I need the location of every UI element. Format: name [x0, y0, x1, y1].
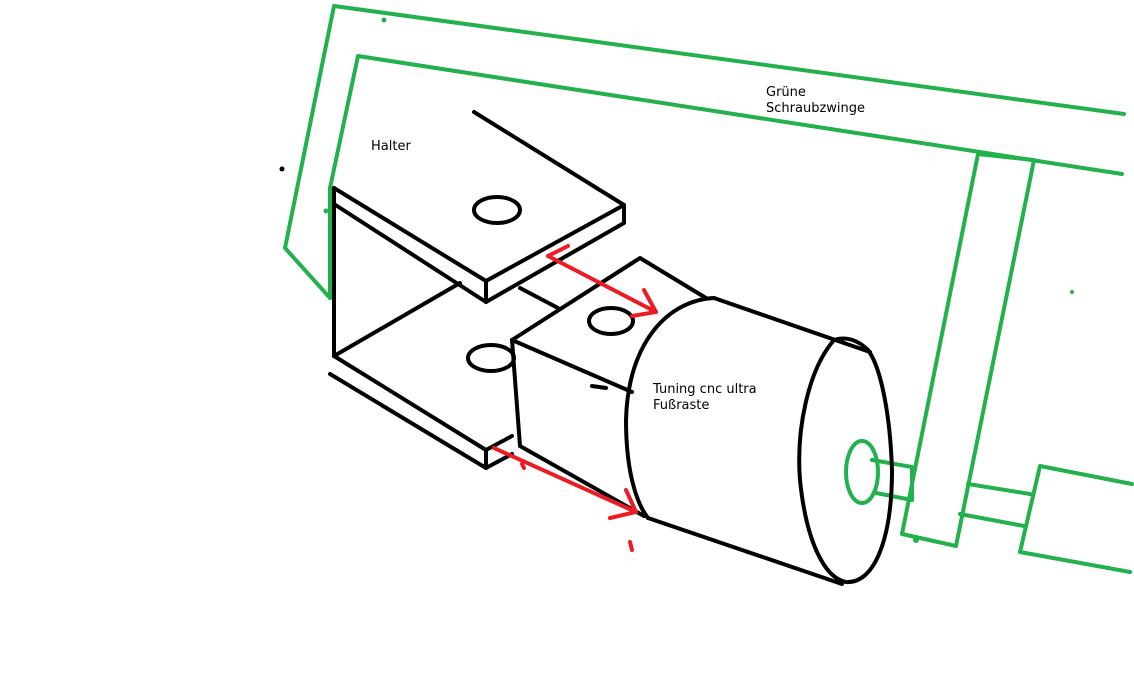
black-dot	[279, 166, 285, 172]
footrest-block-hole	[587, 306, 635, 336]
clamp-handle	[1018, 464, 1134, 574]
clamp-screw-lower	[958, 512, 1026, 528]
footrest-cylinder-end	[797, 336, 894, 585]
holder-label: Halter	[371, 139, 411, 155]
holder-hole-lower	[466, 343, 516, 373]
holder-bracket	[328, 110, 626, 470]
clamp-vertical-bar	[900, 152, 1036, 548]
green-dot	[381, 17, 387, 23]
clamp-label-line1: Grüne	[766, 85, 806, 100]
clamp-pressure-pad	[844, 439, 880, 505]
footrest-label: Tuning cnc ultra Fußraste	[653, 382, 757, 414]
clamp-screw-upper	[966, 482, 1032, 496]
arrow-lower	[492, 446, 638, 514]
green-dot	[323, 208, 329, 214]
clamp-outer-frame	[283, 4, 1126, 300]
holder-label-text: Halter	[371, 139, 411, 154]
green-dot	[913, 537, 919, 543]
holder-upper-plate	[332, 110, 626, 304]
holder-hole-upper	[472, 195, 522, 225]
footrest-label-line2: Fußraste	[653, 398, 710, 413]
green-dot	[1070, 290, 1074, 294]
green-clamp	[283, 4, 1134, 574]
red-arrows	[492, 244, 658, 552]
clamp-shaft-lower	[874, 491, 914, 502]
clamp-label-line2: Schraubzwinge	[766, 101, 865, 116]
clamp-label: Grüne Schraubzwinge	[766, 85, 865, 117]
clamp-inner-frame	[328, 54, 1124, 300]
footrest-label-line1: Tuning cnc ultra	[653, 382, 757, 397]
footrest-cylinder-body	[624, 296, 716, 520]
arrow-upper	[546, 254, 658, 314]
holder-lower-plate	[332, 281, 462, 358]
footrest-block-top	[510, 256, 708, 342]
